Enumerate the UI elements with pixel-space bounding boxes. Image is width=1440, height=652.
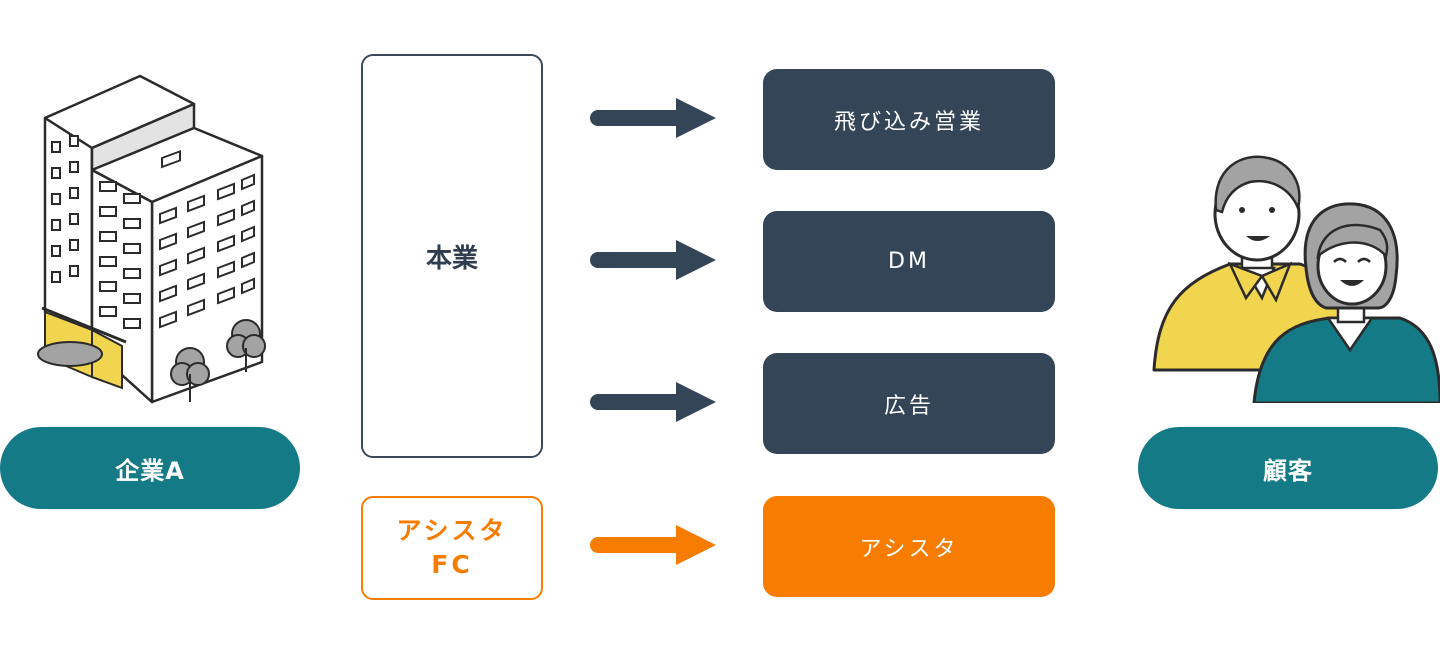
channel-dm: DM [763, 211, 1055, 312]
office-building-icon [37, 74, 266, 404]
company-label: 企業A [0, 427, 300, 509]
main-business-box: 本業 [361, 54, 543, 458]
arrow-right-icon [590, 382, 716, 422]
arrow-right-icon [590, 525, 716, 565]
channel-door-to-door: 飛び込み営業 [763, 69, 1055, 170]
main-business-label: 本業 [425, 243, 478, 274]
channel-ad: 広告 [763, 353, 1055, 454]
elderly-couple-icon [1152, 155, 1440, 403]
arrow-right-icon [590, 98, 716, 138]
assista-fc-line1: アシスタ [396, 516, 508, 545]
assista-fc-box: アシスタ FC [361, 496, 543, 600]
arrow-right-icon [590, 240, 716, 280]
channel-assista: アシスタ [763, 496, 1055, 597]
assista-fc-line2: FC [431, 550, 473, 579]
customer-label: 顧客 [1138, 427, 1438, 509]
